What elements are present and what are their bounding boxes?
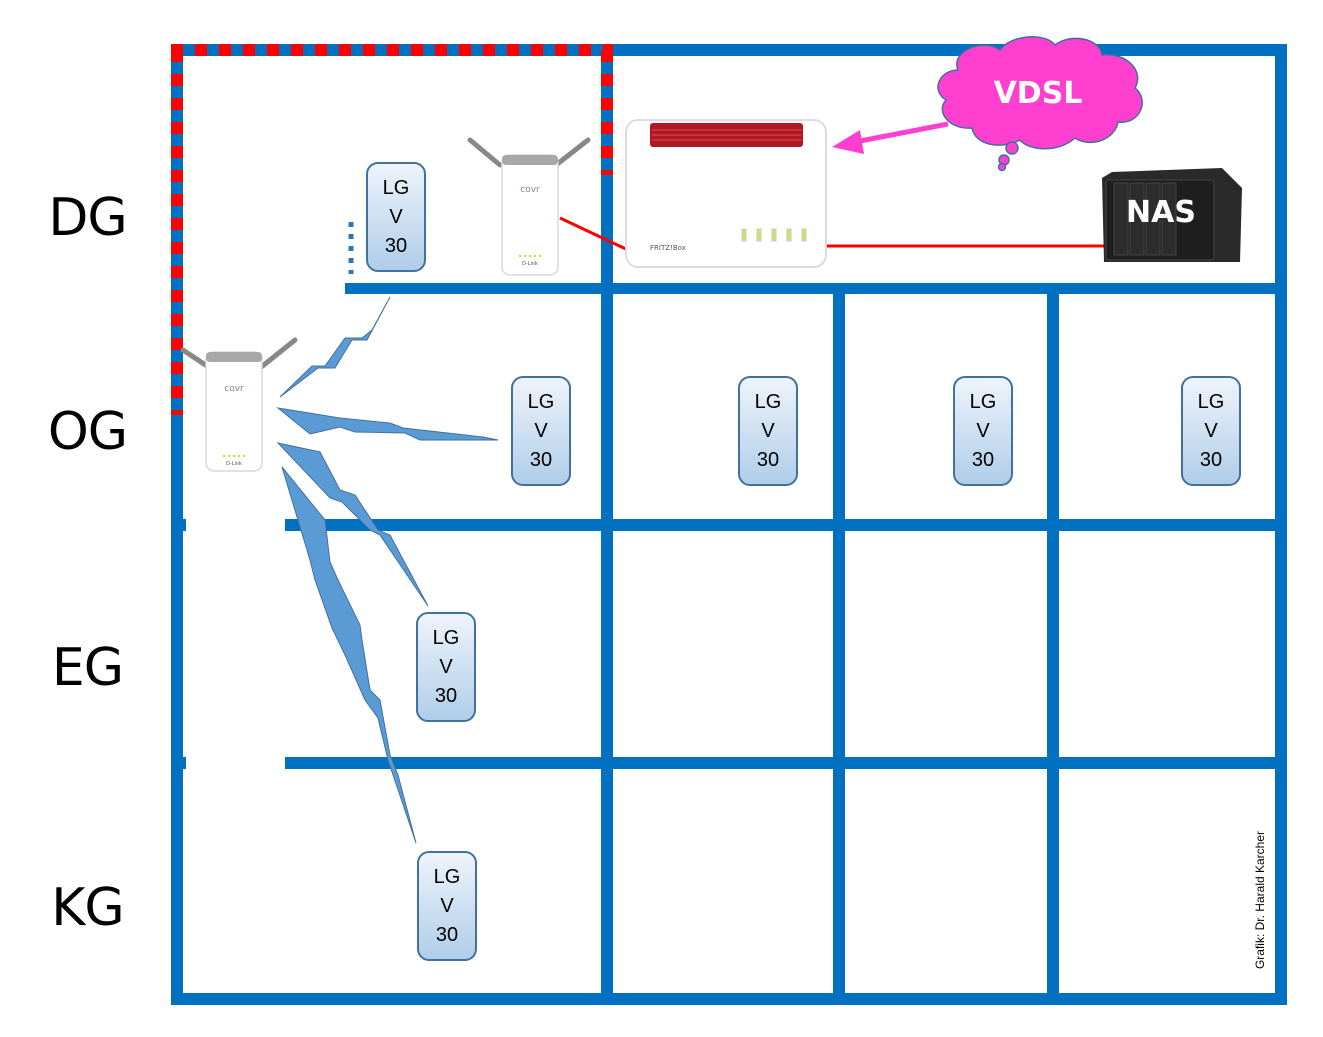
repeater-og-maker: D-Link xyxy=(226,461,242,467)
phone-model-series: V xyxy=(976,419,990,442)
repeater-dg-maker: D-Link xyxy=(522,261,538,267)
signal-bolt-dg xyxy=(279,296,391,398)
floor-label-dg: DG xyxy=(48,188,127,248)
floor-label-eg: EG xyxy=(51,638,124,698)
wall-stub-eg-kg xyxy=(171,757,186,769)
router-fritzbox[interactable]: FRITZ!Box xyxy=(625,119,827,268)
phone-model-brand: LG xyxy=(969,390,997,413)
signal-bolt-kg xyxy=(281,466,417,844)
phone-model-series: V xyxy=(1204,419,1218,442)
phone-og-2[interactable]: LG V 30 xyxy=(738,376,798,486)
router-brand: FRITZ!Box xyxy=(650,244,686,252)
internet-cloud: VDSL xyxy=(937,36,1143,172)
phone-model-series: V xyxy=(389,205,403,228)
signal-bolt-og xyxy=(276,407,499,441)
nas-label: NAS xyxy=(1126,195,1196,230)
repeater-dg[interactable]: covr D-Link xyxy=(467,137,591,276)
phone-model-number: 30 xyxy=(1199,448,1223,471)
floor-slab-og-eg xyxy=(285,519,1287,531)
graphic-credit: Grafik: Dr. Harald Karcher xyxy=(1253,830,1267,970)
floor-label-og: OG xyxy=(47,402,128,462)
highlight-zone xyxy=(171,44,613,415)
phone-model-number: 30 xyxy=(971,448,995,471)
phone-dg[interactable]: LG V 30 xyxy=(366,162,426,272)
signal-bolt-eg xyxy=(276,442,429,607)
floor-slab-eg-kg xyxy=(285,757,1287,769)
floor-label-kg: KG xyxy=(51,878,124,938)
phone-model-brand: LG xyxy=(432,626,460,649)
repeater-og-brand: covr xyxy=(224,384,244,394)
cable-repeater-router xyxy=(559,216,629,252)
room-wall-1 xyxy=(833,283,845,1005)
phone-og-1[interactable]: LG V 30 xyxy=(511,376,571,486)
phone-model-brand: LG xyxy=(527,390,555,413)
floor-slab-dg-og xyxy=(345,283,1287,294)
phone-model-series: V xyxy=(761,419,775,442)
nas-device[interactable]: NAS xyxy=(1102,168,1242,262)
phone-og-3[interactable]: LG V 30 xyxy=(953,376,1013,486)
phone-model-brand: LG xyxy=(433,865,461,888)
phone-model-number: 30 xyxy=(435,923,459,946)
phone-model-number: 30 xyxy=(529,448,553,471)
wall-stub-og-eg xyxy=(171,519,186,531)
repeater-og[interactable]: covr D-Link xyxy=(180,337,298,472)
phone-og-4[interactable]: LG V 30 xyxy=(1181,376,1241,486)
room-wall-2 xyxy=(1047,283,1059,1005)
phone-kg[interactable]: LG V 30 xyxy=(417,851,477,961)
phone-model-brand: LG xyxy=(754,390,782,413)
vdsl-arrow xyxy=(832,121,949,154)
phone-eg[interactable]: LG V 30 xyxy=(416,612,476,722)
phone-model-number: 30 xyxy=(756,448,780,471)
phone-model-number: 30 xyxy=(434,684,458,707)
repeater-dg-brand: covr xyxy=(520,185,540,195)
phone-model-series: V xyxy=(439,655,453,678)
internet-label: VDSL xyxy=(994,76,1083,111)
phone-model-brand: LG xyxy=(1197,390,1225,413)
phone-model-number: 30 xyxy=(384,234,408,257)
phone-model-series: V xyxy=(534,419,548,442)
wifi-signals xyxy=(276,296,499,844)
phone-model-series: V xyxy=(440,894,454,917)
router-leds xyxy=(741,228,807,242)
outer-wall-bottom xyxy=(171,993,1287,1005)
phone-model-brand: LG xyxy=(382,176,410,199)
